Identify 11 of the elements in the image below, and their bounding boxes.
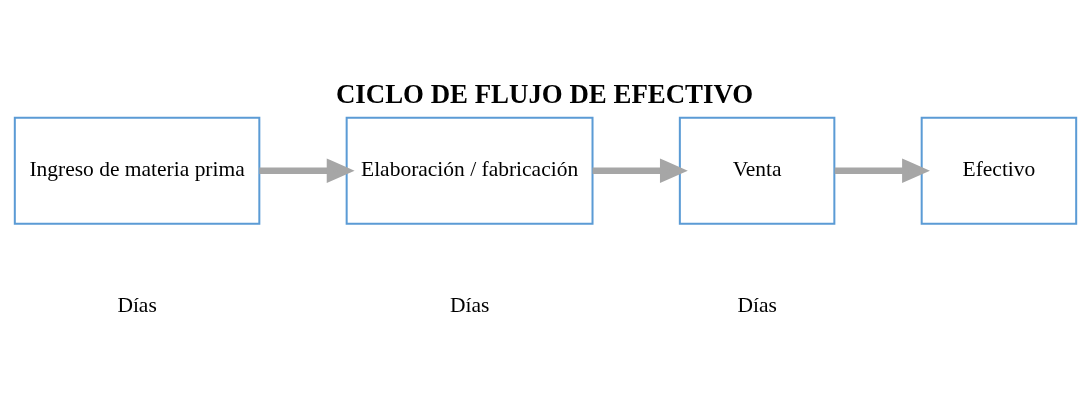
diagram-title: CICLO DE FLUJO DE EFECTIVO	[335, 78, 754, 109]
arrow	[834, 158, 930, 183]
label: Días	[737, 292, 777, 317]
node-box: Ingreso de materia prima	[13, 116, 261, 225]
node-box: Efectivo	[920, 116, 1078, 225]
arrow	[592, 158, 688, 183]
label: Días	[117, 292, 157, 317]
arrow	[259, 158, 355, 183]
node-box: Venta	[678, 116, 836, 225]
label: Días	[449, 292, 490, 317]
node-box: Elaboración / fabricación	[345, 116, 594, 225]
